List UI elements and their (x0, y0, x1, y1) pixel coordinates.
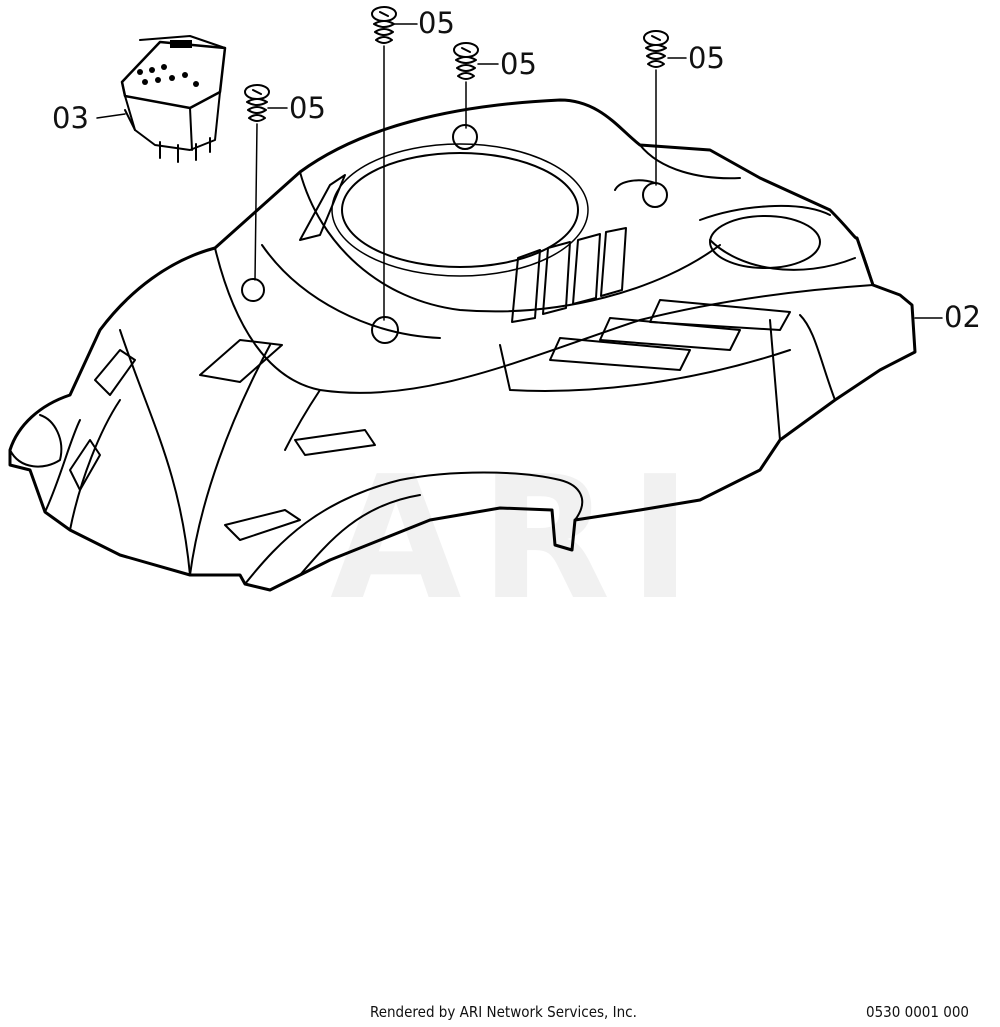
screw-05-a (371, 6, 397, 321)
screw-05-b (453, 42, 479, 129)
footer-diagram-number: 0530 0001 000 (866, 1003, 969, 1021)
leader-lines (96, 23, 943, 319)
callout-03: 03 (52, 101, 89, 135)
screw-05-c (643, 30, 669, 186)
callout-05-a: 05 (418, 6, 455, 40)
footer-credit: Rendered by ARI Network Services, Inc. (370, 1003, 637, 1021)
callout-02: 02 (944, 300, 981, 334)
engine-cover-part-02 (8, 98, 917, 592)
callout-05-c: 05 (688, 41, 725, 75)
rocker-switch-part-03 (120, 35, 227, 163)
callout-05-d: 05 (289, 91, 326, 125)
callout-05-b: 05 (500, 47, 537, 81)
screw-05-d (244, 84, 270, 281)
